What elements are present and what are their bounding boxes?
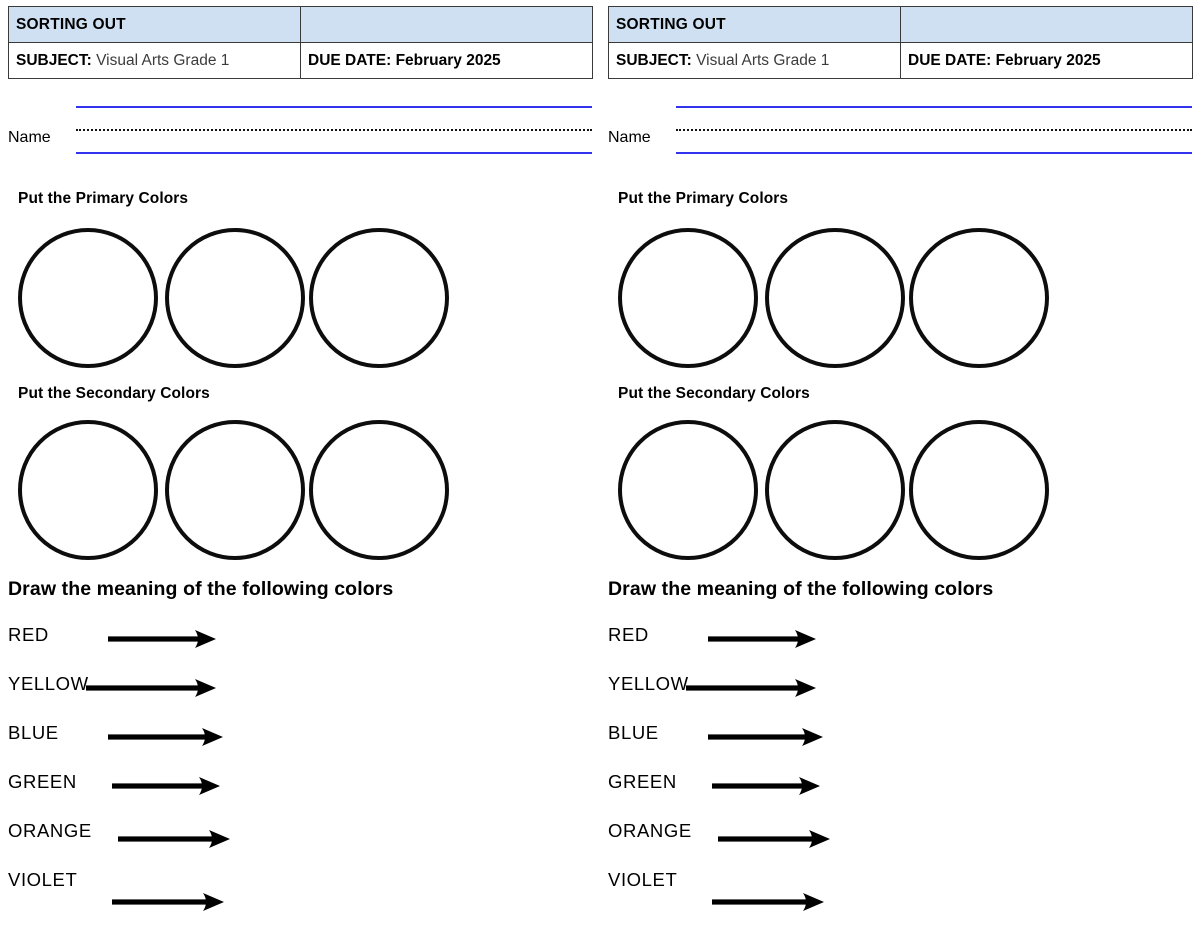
name-rule-dotted-midline	[76, 129, 592, 131]
primary-color-circle-3[interactable]	[309, 228, 449, 368]
header-cell-due-date: DUE DATE: February 2025	[300, 42, 593, 79]
header-table: SORTING OUT SUBJECT: Visual Arts Grade 1…	[8, 6, 593, 79]
draw-meaning-heading: Draw the meaning of the following colors	[8, 578, 394, 600]
name-field[interactable]: Name	[8, 100, 592, 162]
secondary-color-circle-3[interactable]	[309, 420, 449, 560]
name-rule-top	[76, 106, 592, 108]
color-name-label: BLUE	[608, 722, 659, 743]
color-name-label: RED	[608, 624, 649, 645]
subject-label: SUBJECT:	[16, 51, 92, 69]
right-arrow-icon	[708, 628, 816, 650]
circle-row-primary	[618, 228, 1058, 373]
color-meaning-row: RED	[8, 620, 428, 669]
right-arrow-icon	[708, 726, 823, 748]
worksheet-panel-right: SORTING OUT SUBJECT: Visual Arts Grade 1…	[600, 0, 1200, 927]
right-arrow-icon	[118, 828, 230, 850]
draw-meaning-heading: Draw the meaning of the following colors	[608, 578, 994, 600]
right-arrow-icon	[686, 677, 816, 699]
color-name-label: GREEN	[8, 771, 77, 792]
header-table-row-meta: SUBJECT: Visual Arts Grade 1 DUE DATE: F…	[608, 42, 1193, 79]
primary-color-circle-1[interactable]	[18, 228, 158, 368]
right-arrow-icon	[108, 726, 223, 748]
secondary-color-circle-1[interactable]	[618, 420, 758, 560]
subject-label: SUBJECT:	[616, 51, 692, 69]
color-name-label: VIOLET	[608, 869, 678, 890]
circle-row-primary	[18, 228, 458, 373]
right-arrow-icon	[108, 628, 216, 650]
header-cell-title-blank	[900, 6, 1193, 43]
name-label: Name	[608, 129, 651, 146]
worksheet-panel-left: SORTING OUT SUBJECT: Visual Arts Grade 1…	[8, 6, 593, 914]
color-meaning-row: VIOLET	[608, 865, 1028, 914]
name-rule-bottom	[76, 152, 592, 154]
header-cell-title: SORTING OUT	[8, 6, 301, 43]
section-title-secondary: Put the Secondary Colors	[18, 385, 210, 402]
name-writing-lines[interactable]	[676, 100, 1192, 158]
due-date-label: DUE DATE:	[908, 51, 992, 69]
header-table-row-meta: SUBJECT: Visual Arts Grade 1 DUE DATE: F…	[8, 42, 593, 79]
right-arrow-icon	[112, 891, 224, 913]
section-title-primary: Put the Primary Colors	[18, 190, 189, 207]
color-meaning-row: GREEN	[8, 767, 428, 816]
secondary-color-circle-2[interactable]	[765, 420, 905, 560]
name-writing-lines[interactable]	[76, 100, 592, 158]
header-table-row-title: SORTING OUT	[608, 6, 1193, 43]
header-table: SORTING OUT SUBJECT: Visual Arts Grade 1…	[608, 6, 1193, 79]
subject-value: Visual Arts Grade 1	[696, 51, 830, 69]
color-meaning-list: RED YELLOW BLUE GREEN ORANGE VIOLET	[8, 620, 428, 914]
due-date-label: DUE DATE:	[308, 51, 392, 69]
secondary-color-circle-1[interactable]	[18, 420, 158, 560]
color-meaning-row: BLUE	[608, 718, 1028, 767]
color-meaning-row: BLUE	[8, 718, 428, 767]
section-title-secondary: Put the Secondary Colors	[618, 385, 810, 402]
right-arrow-icon	[718, 828, 830, 850]
name-rule-bottom	[676, 152, 1192, 154]
color-name-label: YELLOW	[8, 673, 89, 694]
header-cell-subject: SUBJECT: Visual Arts Grade 1	[608, 42, 901, 79]
due-date-value: February 2025	[395, 51, 501, 69]
primary-color-circle-2[interactable]	[765, 228, 905, 368]
subject-value: Visual Arts Grade 1	[96, 51, 230, 69]
color-meaning-row: GREEN	[608, 767, 1028, 816]
color-meaning-row: VIOLET	[8, 865, 428, 914]
worksheet-title: SORTING OUT	[16, 15, 126, 33]
secondary-color-circle-2[interactable]	[165, 420, 305, 560]
header-table-row-title: SORTING OUT	[8, 6, 593, 43]
name-label: Name	[8, 129, 51, 146]
color-name-label: RED	[8, 624, 49, 645]
name-rule-dotted-midline	[676, 129, 1192, 131]
color-name-label: GREEN	[608, 771, 677, 792]
color-name-label: VIOLET	[8, 869, 78, 890]
color-meaning-row: ORANGE	[8, 816, 428, 865]
header-cell-title-blank	[300, 6, 593, 43]
secondary-color-circle-3[interactable]	[909, 420, 1049, 560]
color-meaning-row: ORANGE	[608, 816, 1028, 865]
color-meaning-row: RED	[608, 620, 1028, 669]
color-name-label: ORANGE	[608, 820, 692, 841]
right-arrow-icon	[112, 775, 220, 797]
due-date-value: February 2025	[995, 51, 1101, 69]
header-cell-title: SORTING OUT	[608, 6, 901, 43]
primary-color-circle-2[interactable]	[165, 228, 305, 368]
header-cell-due-date: DUE DATE: February 2025	[900, 42, 1193, 79]
header-cell-subject: SUBJECT: Visual Arts Grade 1	[8, 42, 301, 79]
name-field[interactable]: Name	[608, 100, 1192, 162]
color-name-label: YELLOW	[608, 673, 689, 694]
right-arrow-icon	[712, 775, 820, 797]
color-name-label: BLUE	[8, 722, 59, 743]
primary-color-circle-1[interactable]	[618, 228, 758, 368]
color-meaning-list: RED YELLOW BLUE GREEN ORANGE VIOLET	[608, 620, 1028, 914]
primary-color-circle-3[interactable]	[909, 228, 1049, 368]
section-title-primary: Put the Primary Colors	[618, 190, 789, 207]
worksheet-title: SORTING OUT	[616, 15, 726, 33]
color-meaning-row: YELLOW	[8, 669, 428, 718]
right-arrow-icon	[712, 891, 824, 913]
name-rule-top	[676, 106, 1192, 108]
right-arrow-icon	[86, 677, 216, 699]
circle-row-secondary	[618, 420, 1058, 565]
color-name-label: ORANGE	[8, 820, 92, 841]
color-meaning-row: YELLOW	[608, 669, 1028, 718]
circle-row-secondary	[18, 420, 458, 565]
